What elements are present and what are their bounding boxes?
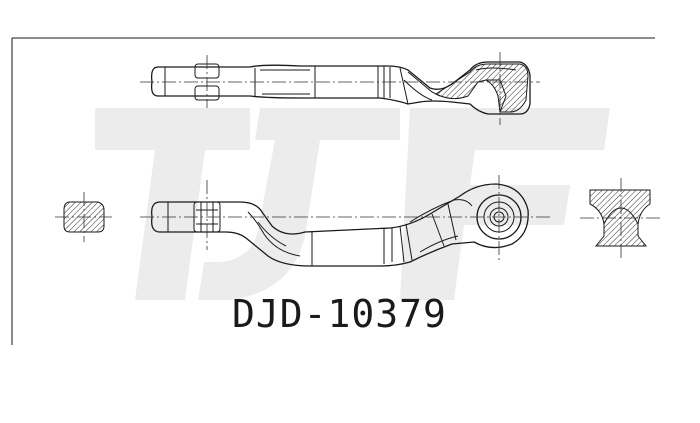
part-number-label: DJD-10379 xyxy=(232,292,447,336)
top-view xyxy=(140,52,540,125)
left-cross-section xyxy=(55,192,112,242)
drawing-frame xyxy=(11,37,655,345)
right-cross-section xyxy=(580,178,660,258)
front-view xyxy=(140,175,550,267)
watermark-logo xyxy=(95,108,610,300)
